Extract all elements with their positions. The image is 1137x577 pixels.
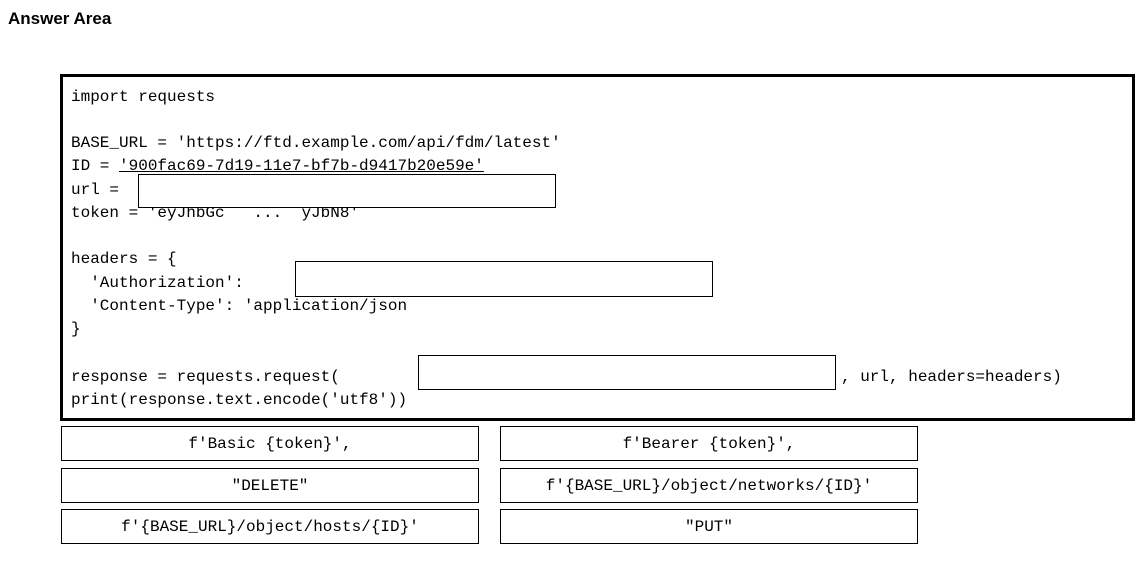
method-drop-slot[interactable]	[418, 355, 836, 390]
option-delete[interactable]: "DELETE"	[61, 468, 479, 503]
code-line-print: print(response.text.encode('utf8'))	[71, 391, 408, 409]
option-hosts-url[interactable]: f'{BASE_URL}/object/hosts/{ID}'	[61, 509, 479, 544]
code-line-headers-close: }	[71, 320, 81, 338]
code-line-import: import requests	[71, 88, 216, 106]
code-line-id: ID = '900fac69-7d19-11e7-bf7b-d9417b20e5…	[71, 157, 484, 175]
code-id-prefix: ID =	[71, 157, 120, 175]
code-line-base-url: BASE_URL = 'https://ftd.example.com/api/…	[71, 134, 561, 152]
code-id-value: '900fac69-7d19-11e7-bf7b-d9417b20e59e'	[119, 157, 484, 175]
code-panel: import requests BASE_URL = 'https://ftd.…	[60, 74, 1135, 421]
authorization-drop-slot[interactable]	[295, 261, 713, 297]
code-line-response: response = requests.request(	[71, 368, 340, 386]
code-line-content-type: 'Content-Type': 'application/json	[71, 297, 408, 315]
option-networks-url[interactable]: f'{BASE_URL}/object/networks/{ID}'	[500, 468, 918, 503]
url-drop-slot[interactable]	[138, 174, 556, 208]
code-line-token: token = 'eyJhbGc ... yJbN8'	[71, 204, 360, 222]
option-put[interactable]: "PUT"	[500, 509, 918, 544]
code-line-response-tail: , url, headers=headers)	[841, 368, 1062, 386]
option-bearer-token[interactable]: f'Bearer {token}',	[500, 426, 918, 461]
code-line-authorization: 'Authorization':	[71, 274, 244, 292]
code-line-url: url =	[71, 181, 120, 199]
answer-area-title: Answer Area	[8, 9, 112, 28]
option-basic-token[interactable]: f'Basic {token}',	[61, 426, 479, 461]
code-line-headers-open: headers = {	[71, 250, 177, 268]
